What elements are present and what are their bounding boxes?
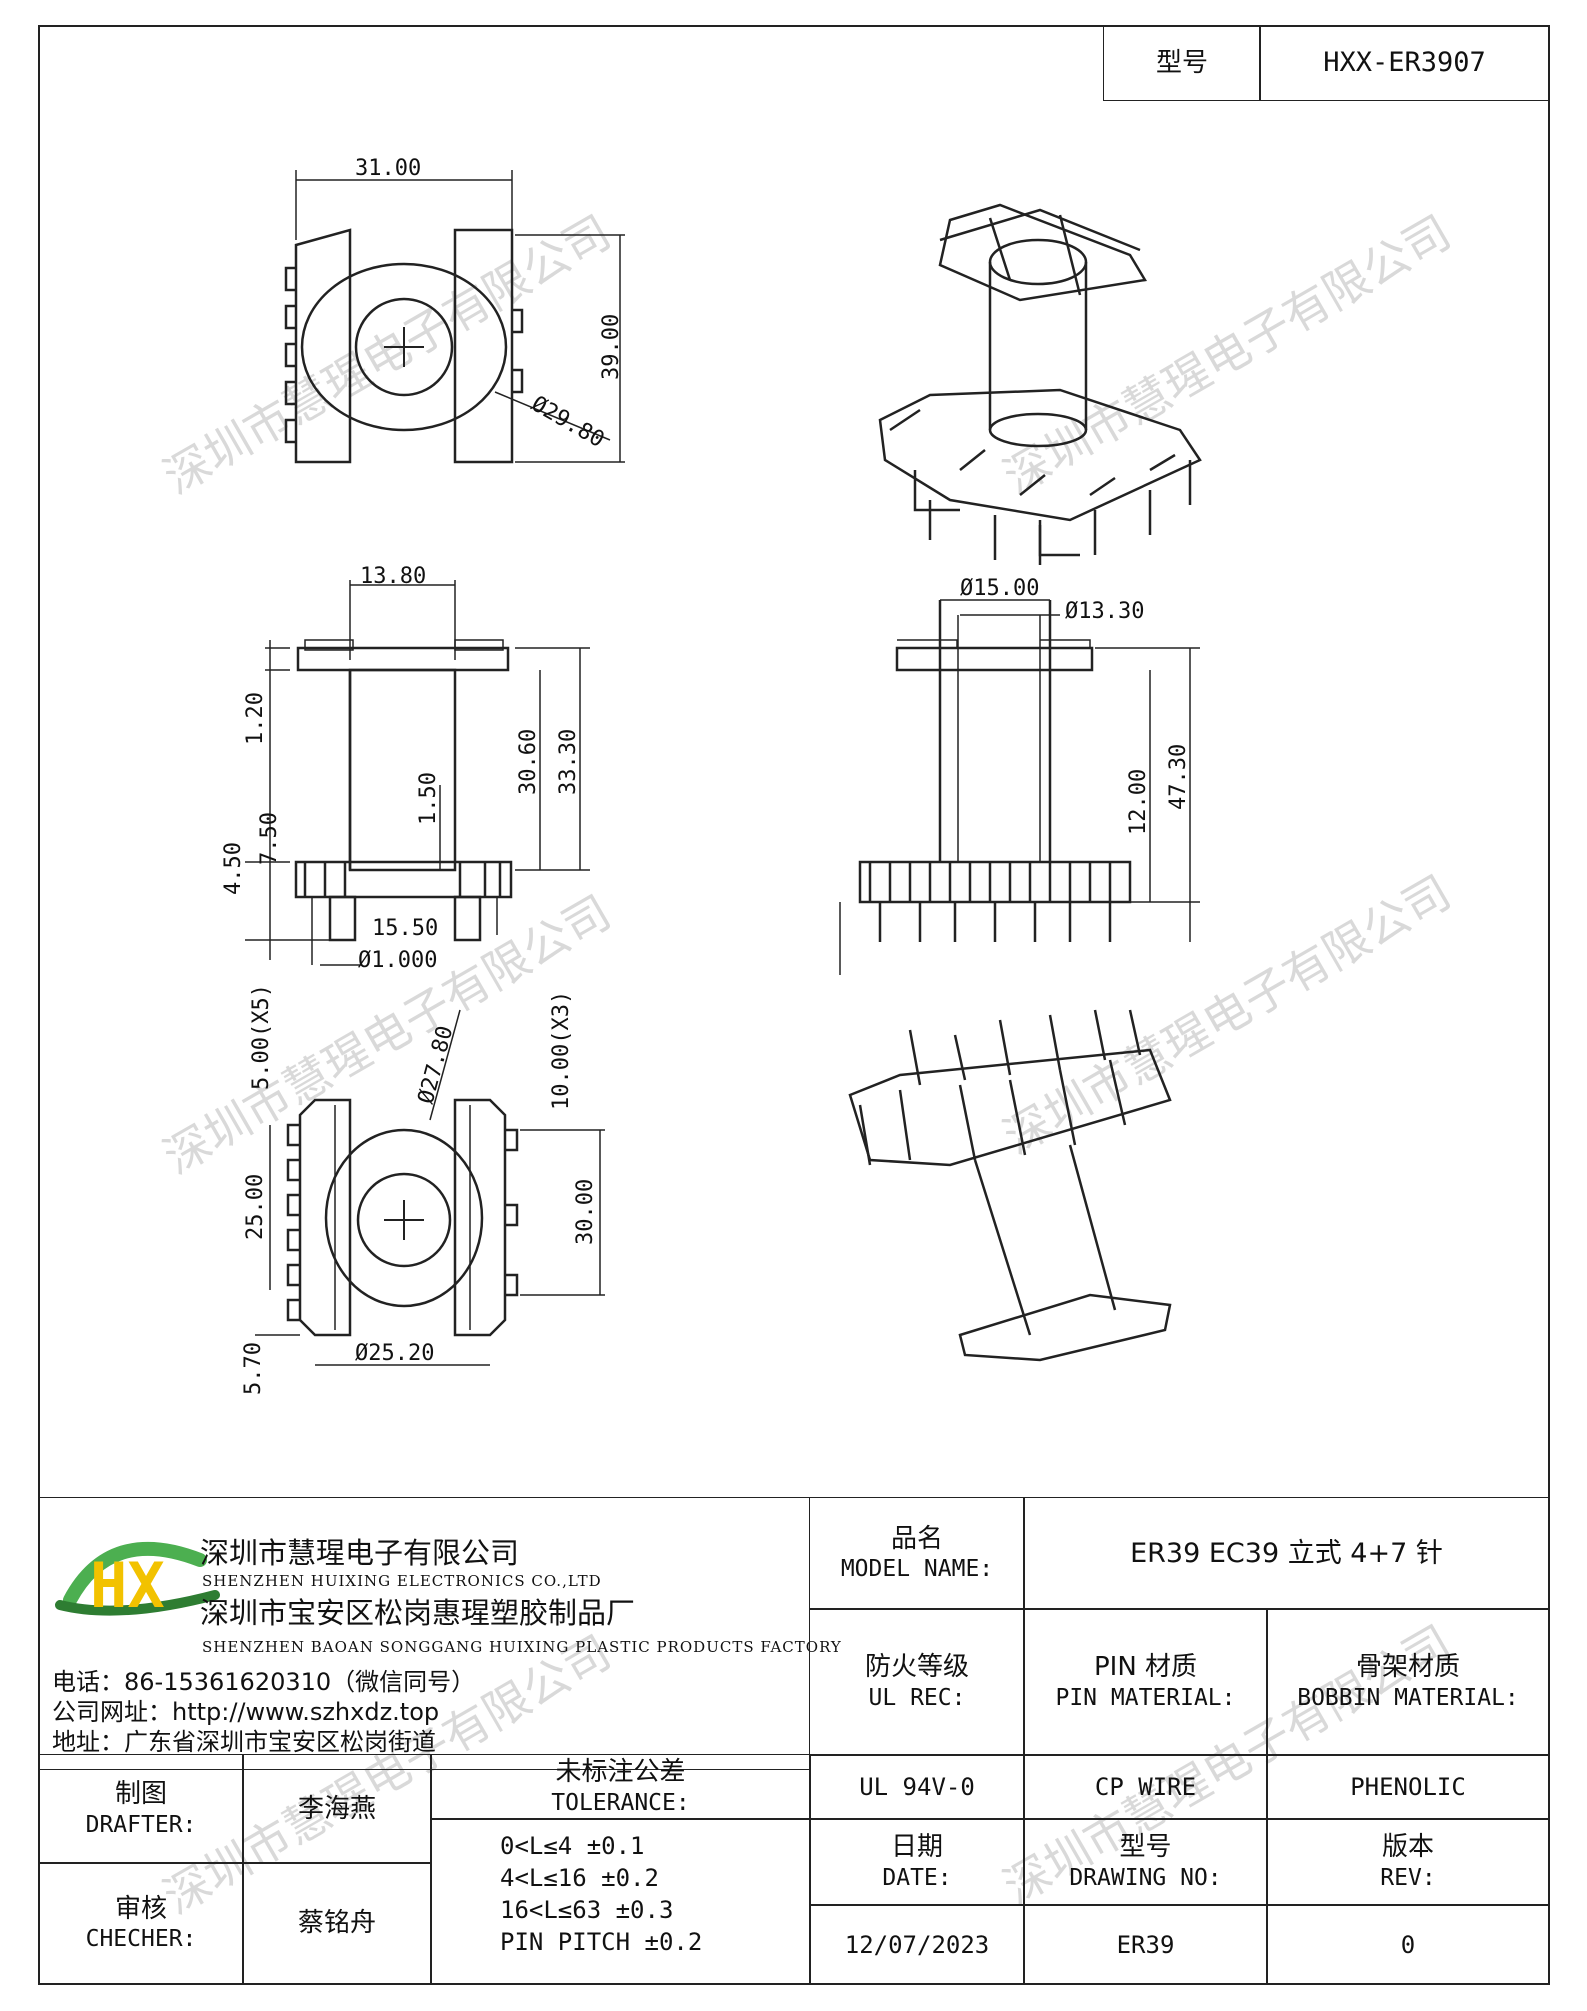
dim-bottom-pitch: 5.00(X5) [249, 984, 274, 1090]
logo-letters: HX [90, 1549, 165, 1622]
company-name-en: SHENZHEN HUIXING ELECTRONICS CO.,LTD [202, 1572, 602, 1590]
tolerance-line: 0<L≤4 ±0.1 [500, 1832, 645, 1860]
tolerance-en: TOLERANCE: [551, 1789, 690, 1816]
model-name-value-text: ER39 EC39 立式 4+7 针 [1130, 1537, 1443, 1569]
dim-bottom-right-span: 30.00 [573, 1179, 598, 1245]
tolerance-header: 未标注公差 TOLERANCE: [430, 1754, 811, 1820]
tolerance-line: 4<L≤16 ±0.2 [500, 1864, 659, 1892]
front-view-drawing [245, 580, 590, 966]
model-value: HXX-ER3907 [1259, 25, 1550, 101]
dim-side-inner-dia: Ø13.30 [1065, 599, 1144, 624]
dim-bottom-right-pitch: 10.00(X3) [549, 991, 574, 1110]
dim-front-inner: 30.60 [516, 729, 541, 795]
tolerance-line: PIN PITCH ±0.2 [500, 1928, 703, 1956]
iso-view-top-drawing [878, 203, 1202, 565]
bottom-view-drawing [255, 1009, 605, 1366]
iso-view-bottom-drawing [848, 1009, 1172, 1362]
top-view-drawing [284, 170, 625, 464]
model-name-en: MODEL NAME: [840, 1556, 994, 1583]
ul-rec-en: UL REC: [868, 1684, 966, 1711]
drawing-no-cn: 型号 [1119, 1832, 1172, 1863]
bobbin-material-value: PHENOLIC [1266, 1754, 1550, 1820]
rev-cn: 版本 [1381, 1832, 1434, 1863]
dim-front-span: 15.50 [372, 916, 438, 941]
model-name-value: ER39 EC39 立式 4+7 针 [1023, 1497, 1550, 1610]
dim-bottom-dia: Ø27.80 [414, 1023, 459, 1106]
checker-cn: 审核 [114, 1893, 167, 1924]
company-logo: HX [55, 1541, 220, 1622]
date-label: 日期 DATE: [809, 1818, 1025, 1906]
drawing-no-value: ER39 [1023, 1904, 1268, 1985]
drafter-cn: 制图 [114, 1779, 167, 1810]
checker-name: 蔡铭舟 [242, 1862, 432, 1985]
bobbin-material-label: 骨架材质 BOBBIN MATERIAL: [1266, 1608, 1550, 1756]
pin-material-en: PIN MATERIAL: [1055, 1684, 1236, 1711]
dim-front-flange: 1.20 [243, 692, 268, 745]
company-name-cn: 深圳市慧瑆电子有限公司 [200, 1536, 520, 1570]
model-name-label: 品名 MODEL NAME: [809, 1497, 1025, 1610]
side-view-drawing [839, 599, 1200, 975]
dim-bottom-left-span: 25.00 [243, 1174, 268, 1240]
model-name-cn: 品名 [890, 1523, 943, 1554]
ul-rec-value: UL 94V-0 [809, 1754, 1025, 1820]
dim-top-width: 31.00 [355, 156, 421, 181]
contact-phone: 电话：86-15361620310（微信同号） [52, 1668, 476, 1696]
tolerance-values [430, 1818, 811, 1985]
dim-front-top-width: 13.80 [360, 564, 426, 589]
drafter-name: 李海燕 [242, 1754, 432, 1864]
dim-bottom-offset: 5.70 [241, 1342, 266, 1395]
contact-address: 地址：广东省深圳市宝安区松岗街道 [52, 1728, 436, 1756]
dim-top-height: 39.00 [599, 314, 624, 380]
rev-label: 版本 REV: [1266, 1818, 1550, 1906]
drafter-label: 制图 DRAFTER: [38, 1754, 244, 1864]
pin-material-label: PIN 材质 PIN MATERIAL: [1023, 1608, 1268, 1756]
dim-front-outer: 33.30 [556, 729, 581, 795]
company-info-area [38, 1497, 811, 1770]
bobbin-material-en: BOBBIN MATERIAL: [1297, 1684, 1519, 1711]
date-value: 12/07/2023 [809, 1904, 1025, 1985]
company-block: 深圳市慧瑆电子有限公司 SHENZHEN HUIXING ELECTRONICS… [200, 1530, 842, 1656]
date-cn: 日期 [890, 1832, 943, 1863]
dim-side-height: 47.30 [1166, 744, 1191, 810]
dim-front-base-total: 7.50 [257, 812, 282, 865]
factory-name-en: SHENZHEN BAOAN SONGGANG HUIXING PLASTIC … [202, 1638, 842, 1656]
ul-rec-cn: 防火等级 [864, 1652, 969, 1683]
ul-rec-label: 防火等级 UL REC: [809, 1608, 1025, 1756]
rev-en: REV: [1380, 1864, 1436, 1891]
contact-website: 公司网址：http://www.szhxdz.top [52, 1698, 440, 1726]
dim-front-pin: Ø1.000 [358, 948, 437, 973]
checker-label: 审核 CHECHER: [38, 1862, 244, 1985]
drawing-no-label: 型号 DRAWING NO: [1023, 1818, 1268, 1906]
pin-material-value: CP WIRE [1023, 1754, 1268, 1820]
dim-side-base: 12.00 [1126, 769, 1151, 835]
tolerance-cn: 未标注公差 [555, 1757, 686, 1788]
dim-front-base: 4.50 [221, 842, 246, 895]
pin-material-cn: PIN 材质 [1093, 1652, 1198, 1683]
checker-en: CHECHER: [85, 1926, 197, 1953]
dim-front-wall: 1.50 [416, 772, 441, 825]
dim-top-diameter: Ø29.80 [527, 392, 608, 453]
date-en: DATE: [882, 1864, 952, 1891]
model-label: 型号 [1103, 25, 1261, 101]
drafter-en: DRAFTER: [85, 1811, 197, 1838]
dim-bottom-width: Ø25.20 [355, 1341, 434, 1366]
drawing-no-en: DRAWING NO: [1069, 1864, 1222, 1891]
tolerance-line: 16<L≤63 ±0.3 [500, 1896, 674, 1924]
dim-side-outer-dia: Ø15.00 [960, 576, 1039, 601]
technical-drawings: 31.00 39.00 Ø29.80 [221, 156, 1202, 1395]
factory-name-cn: 深圳市宝安区松岗惠瑆塑胶制品厂 [200, 1596, 636, 1630]
bobbin-material-cn: 骨架材质 [1355, 1652, 1460, 1683]
rev-value: 0 [1266, 1904, 1550, 1985]
